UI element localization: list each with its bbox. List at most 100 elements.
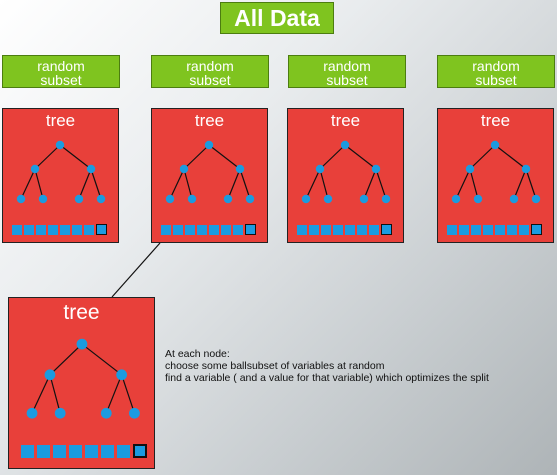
tree-node: [96, 194, 106, 204]
tree-edge: [319, 168, 329, 200]
data-square: [209, 225, 219, 235]
data-square: [333, 225, 343, 235]
detail-tree-label: tree: [63, 301, 100, 324]
data-square: [53, 445, 66, 458]
tree-node: [74, 194, 84, 204]
tree-label: tree: [194, 111, 225, 130]
tree-edge: [34, 168, 44, 200]
data-square: [101, 445, 114, 458]
tree-node: [323, 194, 333, 204]
tree-diagram: [301, 140, 391, 204]
data-square: [161, 225, 171, 235]
data-square: [12, 225, 22, 235]
detail-tree-diagram: [26, 338, 140, 419]
tree-edge: [239, 168, 251, 200]
tree-node: [76, 338, 88, 350]
tree-node: [359, 194, 369, 204]
tree-edge: [375, 168, 387, 200]
data-square: [483, 225, 493, 235]
tree-node: [301, 194, 311, 204]
data-square: [37, 445, 50, 458]
tree-node: [16, 194, 26, 204]
data-square: [85, 445, 98, 458]
tree-node: [465, 164, 475, 174]
tree-node: [340, 140, 350, 150]
tree-label: tree: [330, 111, 361, 130]
data-square: [21, 445, 34, 458]
highlighted-data-square: [531, 224, 542, 235]
data-square: [447, 225, 457, 235]
data-square: [185, 225, 195, 235]
data-squares: [297, 224, 394, 236]
tree-edge: [121, 374, 136, 414]
subset-label-line1: random: [323, 58, 371, 74]
tree-edge: [78, 168, 92, 200]
tree-edge: [31, 374, 51, 414]
data-square: [459, 225, 469, 235]
data-square: [221, 225, 231, 235]
random-subset-box-3: random subset: [288, 55, 406, 88]
tree-edge: [513, 168, 527, 200]
subset-label-line2: subset: [40, 72, 82, 88]
tree-edge: [169, 168, 185, 200]
subset-label-line1: random: [186, 58, 234, 74]
tree-node: [86, 164, 96, 174]
tree-edge: [183, 168, 193, 200]
tree-edge: [90, 168, 102, 200]
data-square: [471, 225, 481, 235]
tree-node: [451, 194, 461, 204]
note-line-1: At each node:: [165, 348, 230, 360]
note-line-3: find a variable ( and a value for that v…: [165, 372, 489, 384]
tree-edge: [49, 374, 61, 414]
tree-node: [55, 140, 65, 150]
tree-node: [100, 407, 112, 419]
tree-node: [509, 194, 519, 204]
detail-tree-box: tree: [8, 297, 155, 469]
tree-edge: [34, 144, 61, 170]
data-square: [369, 225, 379, 235]
data-squares: [447, 224, 544, 236]
tree-edge: [81, 343, 123, 376]
tree-diagram: [16, 140, 106, 204]
subset-label-line2: subset: [189, 72, 231, 88]
note-line-2: choose some ballsubset of variables at r…: [165, 360, 385, 372]
detail-data-squares: [21, 444, 150, 459]
subset-label-line1: random: [37, 58, 85, 74]
data-square: [197, 225, 207, 235]
tree-edge: [49, 343, 83, 376]
tree-node: [315, 164, 325, 174]
data-squares: [12, 224, 109, 236]
tree-edge: [455, 168, 471, 200]
tree-box-1: tree: [2, 108, 119, 243]
tree-node: [187, 194, 197, 204]
tree-box-3: tree: [287, 108, 404, 243]
tree-node: [490, 140, 500, 150]
tree-edge: [469, 168, 479, 200]
highlighted-data-square: [96, 224, 107, 235]
highlighted-data-square: [133, 444, 147, 458]
tree-diagram: [451, 140, 541, 204]
tree-edge: [20, 168, 36, 200]
data-square: [69, 445, 82, 458]
random-subset-box-2: random subset: [151, 55, 269, 88]
tree-node: [116, 369, 128, 381]
tree-edge: [319, 144, 346, 170]
tree-edge: [227, 168, 241, 200]
data-square: [117, 445, 130, 458]
tree-box-2: tree: [151, 108, 268, 243]
data-square: [357, 225, 367, 235]
data-square: [48, 225, 58, 235]
tree-node: [38, 194, 48, 204]
tree-node: [245, 194, 255, 204]
all-data-label: All Data: [220, 2, 334, 34]
tree-node: [30, 164, 40, 174]
tree-node: [531, 194, 541, 204]
subset-label-line2: subset: [475, 72, 517, 88]
tree-node: [179, 164, 189, 174]
node-split-note: At each node: choose some ballsubset of …: [165, 348, 555, 384]
tree-edge: [59, 144, 92, 170]
data-squares: [161, 224, 258, 236]
random-subset-box-4: random subset: [437, 55, 555, 88]
data-square: [495, 225, 505, 235]
tree-node: [473, 194, 483, 204]
